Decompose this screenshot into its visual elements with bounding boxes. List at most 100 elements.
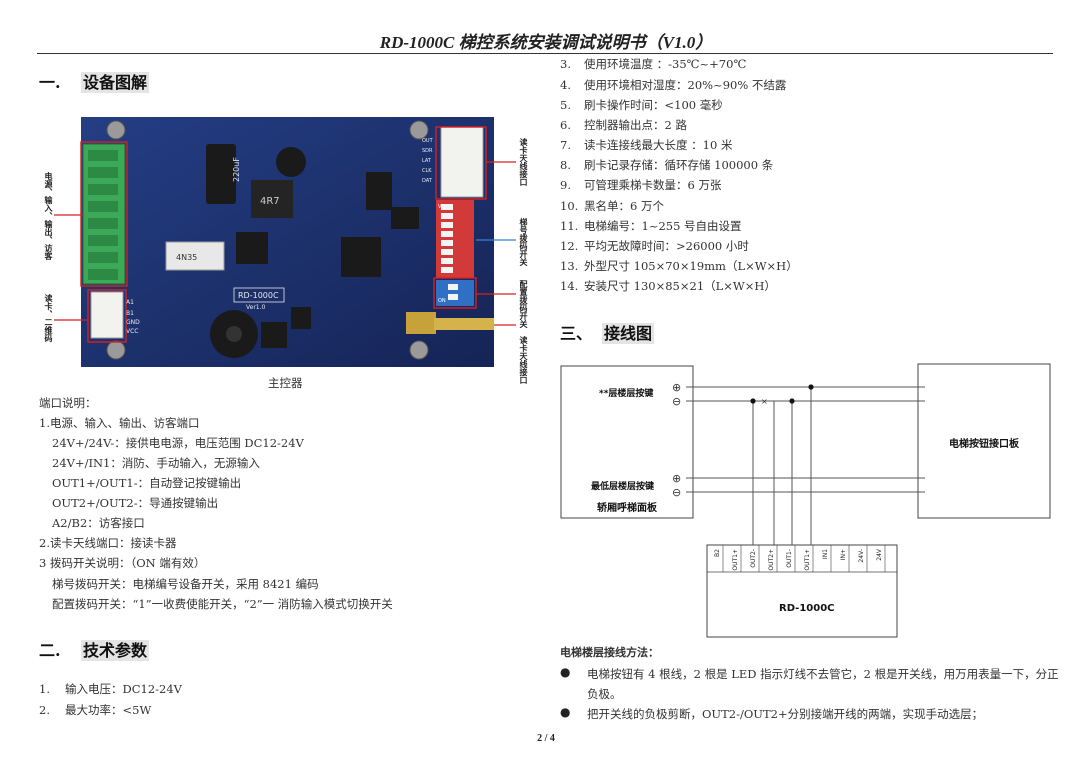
bullet-icon: ● — [560, 665, 571, 679]
section-1-title: 设备图解 — [81, 72, 150, 93]
minus-terminal-icon: ⊖ — [672, 486, 681, 499]
plus-terminal-icon: ⊕ — [672, 472, 681, 485]
inductor — [251, 180, 293, 218]
pin-label-sdr: SDR — [422, 148, 433, 154]
screw-hole-bottom-right — [409, 340, 429, 360]
param-item: 6.控制器输出点：2 路 — [560, 118, 687, 132]
pin-label-out: OUT — [422, 138, 434, 144]
antenna-base — [406, 312, 436, 334]
controller-label: RD-1000C — [779, 603, 835, 614]
param-item: 13.外型尺寸 105×70×19mm（L×W×H） — [560, 259, 798, 273]
param-item: 12.平均无故障时间：>26000 小时 — [560, 239, 749, 253]
inductor-label: 4R7 — [260, 196, 280, 207]
port-desc-line: 1.电源、输入、输出、访客端口 — [39, 416, 200, 430]
controller-pin-in1: IN1 — [822, 549, 829, 560]
pin-label-gnd: GND — [126, 319, 140, 326]
pin-label-dat: DAT — [422, 178, 433, 184]
minus-terminal-icon: ⊖ — [672, 395, 681, 408]
lowest-floor-button-label: 最低层楼层按键 — [591, 482, 655, 492]
label-power-io: 电源、输入、输出、访客 — [44, 172, 53, 260]
param-item: 9.可管理乘梯卡数量：6 万张 — [560, 178, 722, 192]
section-3-number: 三、 — [560, 324, 593, 343]
param-item: 4.使用环境相对湿度：20%~90% 不结露 — [560, 78, 787, 92]
elevator-button-board-label: 电梯按钮接口板 — [949, 439, 1019, 450]
pin-label-lat: LAT — [422, 158, 432, 164]
port-desc-line: 3 拨码开关说明：（ON 端有效） — [39, 556, 206, 570]
main-chip — [236, 232, 268, 264]
controller-pin-in-plus: IN+ — [840, 549, 847, 561]
wiring-method-heading: 电梯楼层接线方法： — [560, 646, 659, 659]
port-desc-line: 24V+/24V-：接供电电源，电压范围 DC12-24V — [52, 436, 304, 450]
port-desc-line: 配置拨码开关：“1”一收费使能开关，“2”一 消防输入模式切换开关 — [52, 597, 393, 611]
section-2-number: 二. — [39, 641, 61, 660]
screw-hole-top-left — [106, 120, 126, 140]
port-desc-line: 梯号拨码开关：电梯编号设备开关，采用 8421 编码 — [52, 577, 319, 591]
controller-pin-out1-plus: OUT1+ — [732, 549, 739, 571]
wiring-method-bullet: 电梯按钮有 4 根线，2 根是 LED 指示灯线不去管它，2 根是开关线，用万用… — [587, 667, 1059, 681]
antenna-connector — [434, 318, 494, 330]
highlight-antenna-port — [435, 126, 487, 200]
param-item: 3.使用环境温度 ：-35℃~+70℃ — [560, 57, 747, 71]
title-rule — [37, 53, 1053, 54]
ic-chip-a — [366, 172, 392, 210]
capacitor-b — [276, 147, 306, 177]
white-connector-left — [90, 291, 124, 339]
dip-ve-label: VE — [438, 204, 445, 210]
port-desc-line: A2/B2：访客接口 — [52, 516, 145, 530]
section-2-heading: 二. 技术参数 — [39, 637, 150, 661]
plus-terminal-icon: ⊕ — [672, 381, 681, 394]
ic-chip-c — [261, 322, 287, 348]
relay — [165, 241, 225, 271]
label-reader-qr: 读卡、二维码 — [44, 294, 53, 342]
port-desc-line: 2.读卡天线端口：接读卡器 — [39, 536, 177, 550]
section-2-title: 技术参数 — [81, 640, 150, 661]
board-model-silk: RD-1000C — [238, 291, 279, 300]
screw-hole-top-right — [409, 120, 429, 140]
svg-text:×: × — [761, 397, 768, 406]
car-call-panel-box — [560, 365, 694, 519]
label-antenna-port: 读卡天线接口 — [519, 336, 528, 384]
param-item: 5.刷卡操作时间：<100 毫秒 — [560, 98, 723, 112]
highlight-config-dip — [433, 277, 477, 309]
mcu-chip — [341, 237, 381, 277]
controller-pin-out2-plus: OUT2+ — [768, 549, 775, 571]
screw-hole-bottom-left — [106, 340, 126, 360]
board-version-silk: Ver1.0 — [246, 304, 266, 311]
section-1-number: 一. — [39, 73, 61, 92]
section-3-heading: 三、接线图 — [560, 320, 655, 344]
label-config-dip: 配置拨码开关 — [519, 280, 528, 328]
section-3-title: 接线图 — [602, 323, 655, 344]
elevator-button-board-box — [917, 363, 1051, 519]
param-item: 1.输入电压：DC12-24V — [39, 682, 182, 696]
highlight-terminal — [80, 141, 128, 287]
bullet-icon: ● — [560, 705, 571, 719]
controller-pin-out2-minus: OUT2- — [750, 549, 757, 568]
page-number: 2 / 4 — [537, 733, 555, 744]
controller-pin-out1-minus: OUT1- — [786, 549, 793, 568]
controller-pin-24v: 24V — [876, 549, 883, 561]
ic-chip-b — [391, 207, 419, 229]
car-call-panel-label: 轿厢呼梯面板 — [597, 503, 657, 514]
param-item: 7.读卡连接线最大长度 ：10 米 — [560, 138, 733, 152]
document-title: RD-1000C 梯控系统安装调试说明书（V1.0） — [379, 33, 713, 52]
pin-label-clk: CLK — [422, 168, 432, 174]
wiring-method-bullet-cont: 负极。 — [587, 687, 622, 701]
controller-pin-b2: B2 — [714, 549, 721, 557]
section-1-heading: 一. 设备图解 — [39, 69, 150, 93]
pin-label-a1: A1 — [126, 299, 134, 306]
pin-label-b1: B1 — [126, 310, 134, 317]
port-desc-line: 24V+/IN1：消防、手动输入，无源输入 — [52, 456, 260, 470]
wiring-diagram: × ⊕ ⊖ ⊕ ⊖ — [560, 363, 1051, 638]
param-item: 14.安装尺寸 130×85×21（L×W×H） — [560, 279, 776, 293]
param-item: 2.最大功率：<5W — [39, 703, 152, 717]
white-connector-right — [440, 126, 484, 198]
port-desc-line: OUT2+/OUT2-：导通按键输出 — [52, 496, 219, 510]
floor-button-label: **层楼层按键 — [599, 389, 654, 399]
port-desc-heading: 端口说明： — [39, 396, 97, 410]
param-item: 11.电梯编号：1~255 号自由设置 — [560, 219, 742, 233]
capacitor-label: 220uF — [232, 157, 241, 182]
param-item: 8.刷卡记录存储：循环存储 100000 条 — [560, 158, 774, 172]
dip-on-label: ON — [438, 298, 446, 304]
label-antenna-port-top: 读卡天线接口 — [519, 138, 528, 186]
controller-pin-out1-plus-b: OUT1+ — [804, 549, 811, 571]
